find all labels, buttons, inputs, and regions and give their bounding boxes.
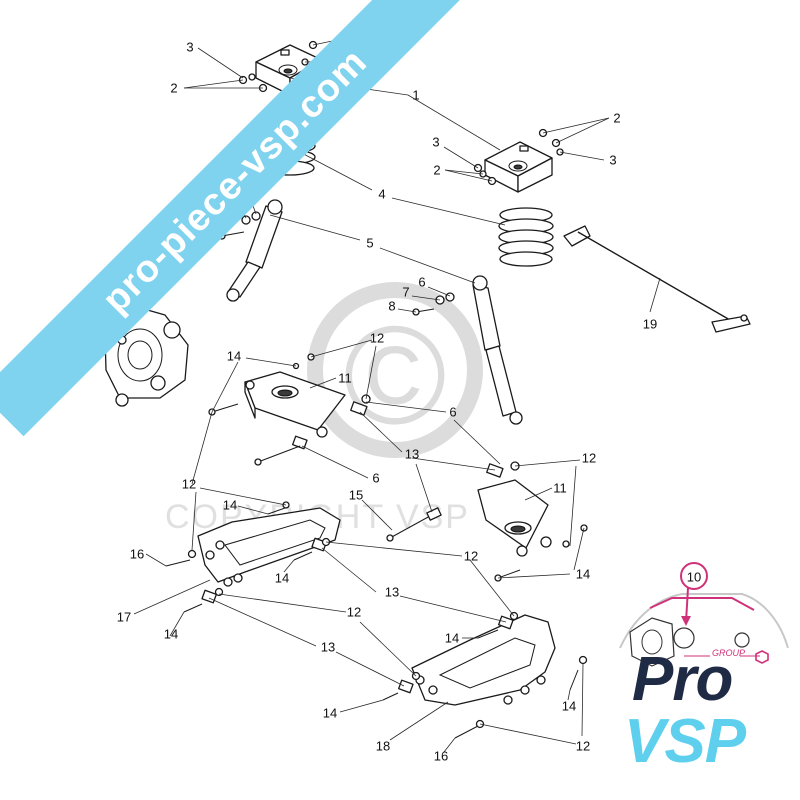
callout-3: 3 xyxy=(609,153,616,168)
callout-19: 19 xyxy=(643,317,657,332)
leader-lines xyxy=(121,33,661,753)
logo-pro-text: Pro xyxy=(632,645,733,714)
callout-12: 12 xyxy=(182,477,196,492)
callout-6: 6 xyxy=(418,275,425,290)
callout-14: 14 xyxy=(445,631,459,646)
brand-logo-inset: 10 GROUP Pro VSP xyxy=(612,560,794,792)
callout-2: 2 xyxy=(170,81,177,96)
callout-14: 14 xyxy=(576,567,590,582)
callout-11: 11 xyxy=(553,481,567,496)
callout-14: 14 xyxy=(164,627,178,642)
callout-2: 2 xyxy=(433,163,440,178)
callout-7: 7 xyxy=(402,285,409,300)
lower-arm-right xyxy=(382,611,588,739)
upper-a-arm-right xyxy=(477,479,552,557)
callout-13: 13 xyxy=(321,640,335,655)
callout-5: 5 xyxy=(366,236,373,251)
upper-a-arm-left xyxy=(244,371,346,438)
copyright-symbol: © xyxy=(343,297,446,454)
stabilizer-bar xyxy=(563,225,751,333)
callout-14: 14 xyxy=(562,699,576,714)
callout-12: 12 xyxy=(464,549,478,564)
callout-12: 12 xyxy=(576,739,590,754)
car-location-inset: 10 xyxy=(619,562,789,667)
callout-8: 8 xyxy=(388,299,395,314)
shock-absorber-left xyxy=(226,199,283,302)
bushings-and-bolts-middle xyxy=(208,353,588,582)
lower-arm-left xyxy=(165,501,341,613)
callout-14: 14 xyxy=(323,706,337,721)
logo-group-text: GROUP xyxy=(712,648,746,658)
upper-mount-plate-right xyxy=(484,141,553,193)
callout-14: 14 xyxy=(275,571,289,586)
coil-spring-right xyxy=(498,207,554,267)
callout-3: 3 xyxy=(186,40,193,55)
callout-12: 12 xyxy=(370,331,384,346)
callout-14: 14 xyxy=(223,498,237,513)
callout-1: 1 xyxy=(412,88,419,103)
callout-10: 10 xyxy=(687,570,701,585)
callout-6: 6 xyxy=(449,405,456,420)
callout-13: 13 xyxy=(385,585,399,600)
callout-labels: 3 2 3 2 1 2 3 3 2 4 7 6 5 6 7 8 19 9 14 … xyxy=(116,27,657,764)
callout-18: 18 xyxy=(376,739,390,754)
callout-16: 16 xyxy=(130,547,144,562)
callout-17: 17 xyxy=(117,610,131,625)
callout-4: 4 xyxy=(378,187,385,202)
callout-12: 12 xyxy=(347,605,361,620)
shock-absorber-right xyxy=(472,275,523,425)
callout-16: 16 xyxy=(434,749,448,764)
logo-vsp-text: VSP xyxy=(624,707,746,776)
callout-2: 2 xyxy=(613,111,620,126)
callout-6: 6 xyxy=(372,471,379,486)
callout-14: 14 xyxy=(227,349,241,364)
callout-3: 3 xyxy=(432,135,439,150)
callout-11: 11 xyxy=(338,371,352,386)
callout-12: 12 xyxy=(582,451,596,466)
callout-15: 15 xyxy=(349,488,363,503)
callout-13: 13 xyxy=(405,447,419,462)
